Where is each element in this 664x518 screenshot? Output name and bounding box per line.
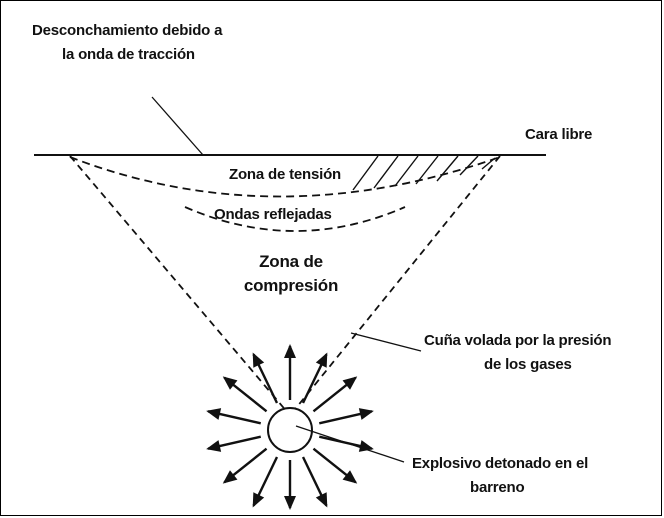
radial-arrow-head	[284, 344, 296, 358]
radial-arrow-head	[342, 470, 358, 484]
free-face-label: Cara libre	[525, 126, 593, 143]
radial-arrow-head	[206, 440, 222, 452]
radial-arrow-head	[222, 470, 238, 484]
spalling-hatch	[352, 155, 496, 191]
radial-arrow-head	[252, 492, 265, 508]
radial-arrow-head	[315, 492, 328, 508]
explosive-charge	[267, 407, 313, 453]
spalling-label-line1: Desconchamiento debido a	[32, 22, 223, 39]
radial-arrow-head	[206, 408, 222, 420]
reflected-waves-curve	[184, 206, 406, 232]
radial-arrow-head	[358, 440, 374, 452]
tension-zone-curve	[69, 156, 501, 198]
reflected-waves-label: Ondas reflejadas	[214, 206, 332, 223]
radial-arrow-head	[222, 376, 238, 390]
radial-arrow-head	[252, 352, 265, 368]
wedge-label-line1: Cuña volada por la presión	[424, 332, 612, 349]
compression-zone-label-line2: compresión	[243, 276, 339, 295]
spalling-leader	[151, 96, 204, 156]
explosive-label-line2: barreno	[470, 479, 525, 496]
radial-arrow-head	[342, 376, 358, 390]
explosive-label-line1: Explosivo detonado en el	[412, 455, 589, 472]
wedge-label-line2: de los gases	[484, 356, 572, 373]
compression-zone-label-line1: Zona de	[259, 252, 323, 271]
radial-arrow-head	[315, 352, 328, 368]
spalling-label-line2: la onda de tracción	[62, 46, 195, 63]
wedge-left-boundary	[69, 155, 289, 414]
radial-arrow-head	[284, 496, 296, 510]
tension-zone-label: Zona de tensión	[229, 166, 342, 183]
radial-arrow-head	[358, 408, 374, 420]
radial-arrows	[206, 344, 374, 510]
wedge-leader	[350, 332, 422, 352]
